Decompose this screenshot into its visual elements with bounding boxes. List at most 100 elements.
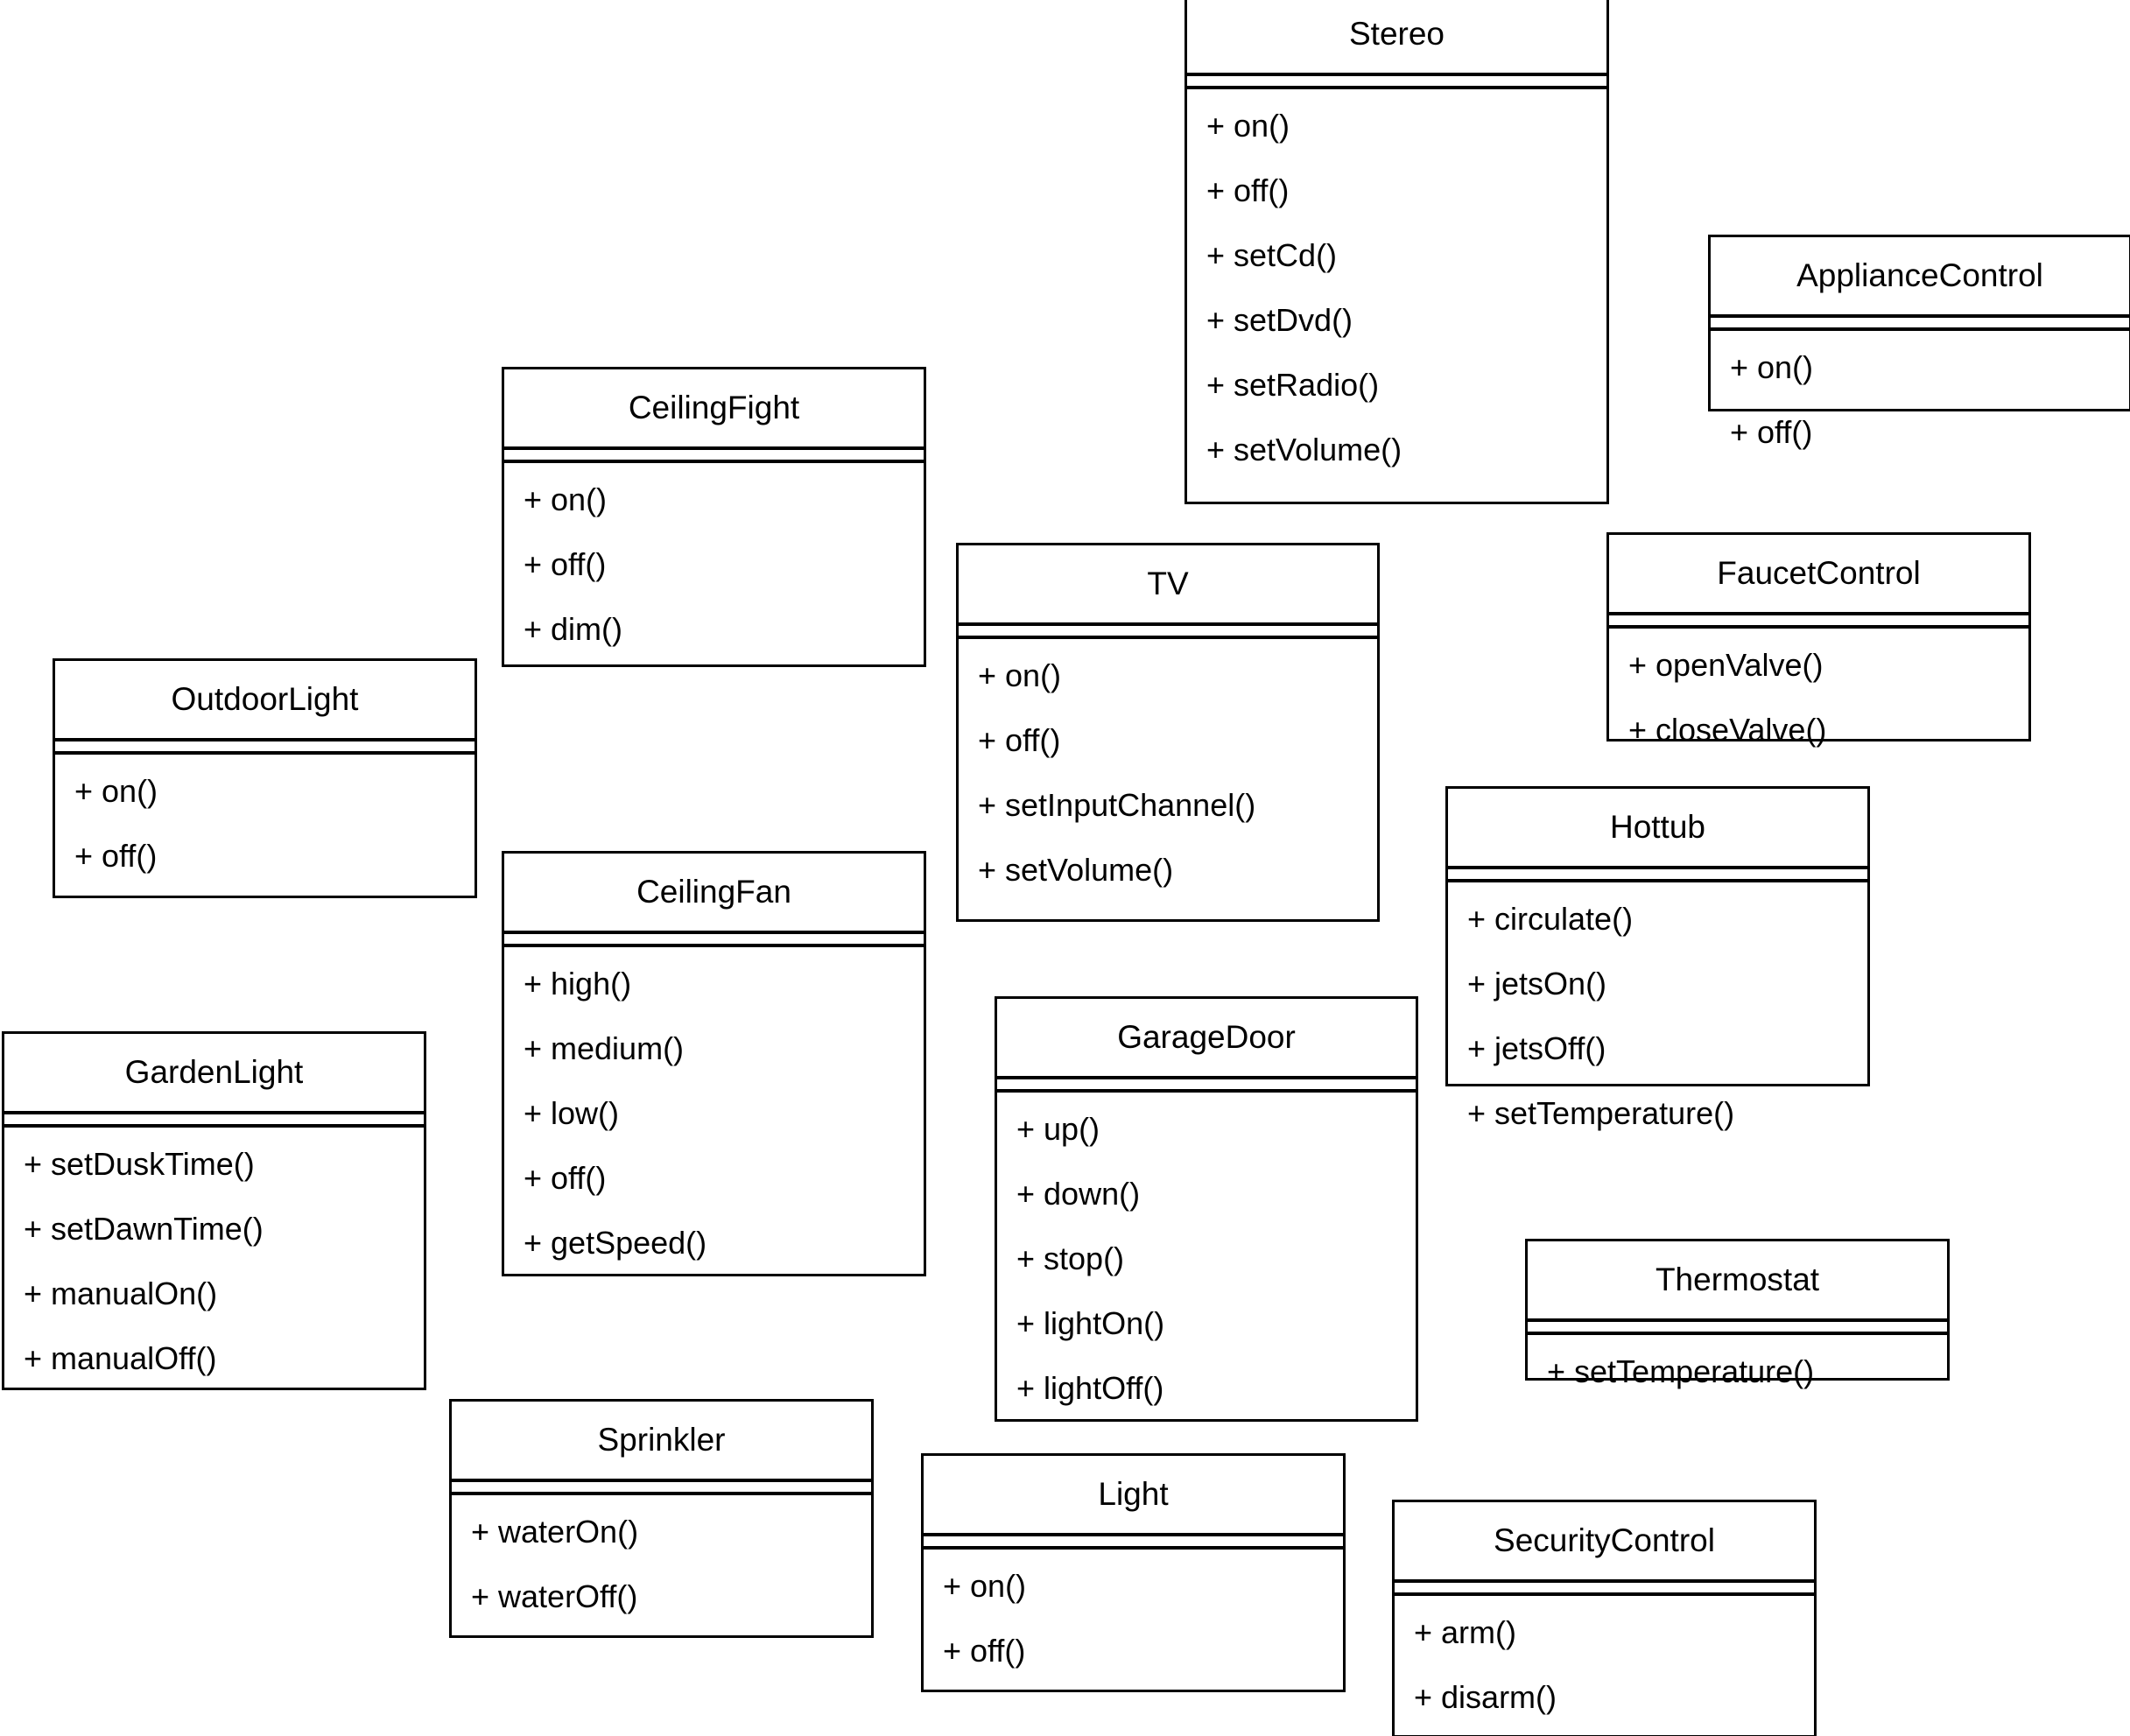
uml-method: + high() <box>524 966 632 1002</box>
uml-method: + setVolume() <box>1206 432 1402 468</box>
uml-method-compartment: + on() + off() <box>1711 331 2129 464</box>
uml-method: + waterOff() <box>471 1578 638 1615</box>
uml-class-garagedoor[interactable]: GarageDoor + up() + down() + stop() + lightO… <box>995 996 1418 1422</box>
uml-class-name: GardenLight <box>4 1034 424 1115</box>
uml-method: + jetsOff() <box>1467 1030 1606 1067</box>
uml-method: + setVolume() <box>978 852 1174 889</box>
uml-class-name: Stereo <box>1187 0 1606 77</box>
uml-method: + off() <box>524 1160 607 1197</box>
uml-method-compartment: + circulate() + jetsOn() + jetsOff() + setT… <box>1448 882 1867 1145</box>
uml-method-compartment: + setTemperature() <box>1528 1335 1947 1403</box>
uml-class-ceilingfight[interactable]: CeilingFight + on() + off() + dim() <box>502 367 926 667</box>
uml-class-name: Thermostat <box>1528 1241 1947 1323</box>
uml-class-stereo[interactable]: Stereo+ on()+ off()+ setCd()+ setDvd()+ … <box>1185 0 1609 504</box>
uml-compartment-separator <box>4 1114 424 1128</box>
uml-method: + off() <box>1730 414 1813 451</box>
uml-class-sprinkler[interactable]: Sprinkler + waterOn() + waterOff() <box>449 1399 874 1638</box>
uml-class-name: ApplianceControl <box>1711 237 2129 319</box>
uml-compartment-separator <box>452 1482 871 1496</box>
uml-method-compartment: + up() + down() + stop() + lightOn() + light… <box>997 1093 1416 1420</box>
uml-method: + low() <box>524 1095 620 1132</box>
uml-method-compartment: + on() + off() <box>924 1550 1343 1690</box>
uml-class-tv[interactable]: TV + on() + off() + setInputChannel() + setV… <box>956 543 1380 922</box>
uml-method: + setInputChannel() <box>978 787 1256 824</box>
uml-method: + off() <box>74 838 158 875</box>
uml-method: + on() <box>1206 108 1290 144</box>
uml-compartment-separator <box>1528 1322 1947 1336</box>
uml-method: + setTemperature() <box>1467 1095 1735 1132</box>
uml-class-name: CeilingFan <box>504 854 924 935</box>
uml-method: + dim() <box>524 611 623 648</box>
uml-method: + off() <box>943 1633 1026 1669</box>
uml-compartment-separator <box>997 1079 1416 1093</box>
uml-class-name: FaucetControl <box>1609 535 2028 616</box>
uml-method-compartment: + setDuskTime() + setDawnTime() + manualOn… <box>4 1128 424 1390</box>
uml-method: + jetsOn() <box>1467 966 1607 1002</box>
uml-method: + off() <box>978 722 1061 759</box>
uml-method-compartment: + on() + off() + dim() <box>504 463 924 664</box>
uml-method-compartment: + on() + off() <box>55 755 475 896</box>
uml-method: + setCd() <box>1206 237 1338 274</box>
uml-method: + setDuskTime() <box>24 1146 255 1183</box>
uml-method: + setDvd() <box>1206 302 1353 339</box>
uml-method: + setDawnTime() <box>24 1211 264 1248</box>
uml-compartment-separator <box>1609 615 2028 629</box>
uml-method-compartment: + on() + off() + setCd() + setDvd() + setRad… <box>1187 89 1606 502</box>
uml-class-name: CeilingFight <box>504 369 924 451</box>
uml-class-gardenlight[interactable]: GardenLight + setDuskTime() + setDawnTime(… <box>2 1031 426 1390</box>
uml-compartment-separator <box>55 741 475 756</box>
uml-compartment-separator <box>959 626 1377 640</box>
uml-method: + lightOn() <box>1016 1305 1165 1342</box>
uml-compartment-separator <box>504 450 924 464</box>
uml-compartment-separator <box>1395 1583 1814 1597</box>
uml-method: + on() <box>943 1568 1027 1605</box>
uml-method: + circulate() <box>1467 901 1634 938</box>
uml-method: + manualOn() <box>24 1276 218 1312</box>
uml-method: + lightOff() <box>1016 1370 1164 1407</box>
uml-class-thermostat[interactable]: Thermostat + setTemperature() <box>1525 1239 1950 1388</box>
uml-method: + on() <box>524 481 608 518</box>
uml-method: + off() <box>524 546 607 583</box>
uml-method: + getSpeed() <box>524 1225 707 1262</box>
uml-method: + waterOn() <box>471 1514 639 1550</box>
uml-class-faucetcontrol[interactable]: FaucetControl+ openValve()+ closeValve() <box>1606 532 2031 746</box>
uml-method-compartment: + openValve()+ closeValve() <box>1609 629 2028 762</box>
uml-compartment-separator <box>504 934 924 948</box>
uml-class-outdoorlight[interactable]: OutdoorLight + on() + off() <box>53 658 477 898</box>
uml-method: + setRadio() <box>1206 367 1380 404</box>
uml-method: + closeValve() <box>1628 712 1827 749</box>
uml-class-name: OutdoorLight <box>55 661 475 742</box>
uml-class-name: GarageDoor <box>997 999 1416 1080</box>
uml-compartment-separator <box>1187 76 1606 90</box>
uml-class-appliancecontrol[interactable]: ApplianceControl + on() + off() <box>1708 235 2130 448</box>
uml-method: + arm() <box>1414 1614 1516 1651</box>
uml-method: + setTemperature() <box>1547 1353 1815 1390</box>
uml-class-name: Hottub <box>1448 789 1867 870</box>
uml-method: + off() <box>1206 172 1290 209</box>
uml-compartment-separator <box>1448 869 1867 883</box>
uml-method: + down() <box>1016 1176 1141 1212</box>
uml-method-compartment: + arm() + disarm() <box>1395 1596 1814 1735</box>
uml-method: + on() <box>74 773 158 810</box>
uml-class-light[interactable]: Light + on() + off() <box>921 1453 1346 1692</box>
uml-class-name: SecurityControl <box>1395 1502 1814 1584</box>
uml-class-securitycontrol[interactable]: SecurityControl + arm() + disarm() <box>1392 1500 1817 1736</box>
uml-class-name: TV <box>959 545 1377 627</box>
uml-method: + up() <box>1016 1111 1100 1148</box>
uml-compartment-separator <box>924 1536 1343 1550</box>
uml-method: + on() <box>1730 349 1814 386</box>
uml-class-ceilingfan[interactable]: CeilingFan + high() + medium() + low() + off… <box>502 851 926 1276</box>
uml-method: + disarm() <box>1414 1679 1557 1716</box>
uml-method: + medium() <box>524 1030 685 1067</box>
uml-class-hottub[interactable]: Hottub + circulate() + jetsOn() + jetsOff()… <box>1445 786 1870 1129</box>
uml-compartment-separator <box>1711 318 2129 332</box>
uml-class-name: Light <box>924 1456 1343 1537</box>
uml-method: + stop() <box>1016 1241 1125 1277</box>
uml-method-compartment: + waterOn() + waterOff() <box>452 1495 871 1635</box>
uml-method-compartment: + high() + medium() + low() + off() + getSpe… <box>504 947 924 1275</box>
uml-class-name: Sprinkler <box>452 1402 871 1483</box>
uml-method: + on() <box>978 657 1062 694</box>
uml-method: + manualOff() <box>24 1340 217 1377</box>
uml-method-compartment: + on() + off() + setInputChannel() + setVol… <box>959 639 1377 919</box>
